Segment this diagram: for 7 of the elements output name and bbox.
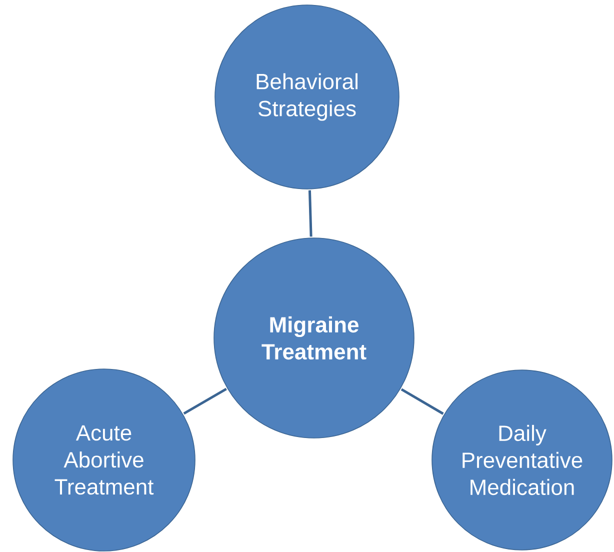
connector-line — [400, 388, 444, 415]
circle-node: Migraine Treatment — [214, 238, 414, 438]
connector-line — [308, 190, 312, 237]
circle-node: Acute Abortive Treatment — [12, 368, 196, 552]
connector-line — [183, 388, 227, 415]
circle-node: Behavioral Strategies — [214, 4, 400, 190]
circle-node: Daily Preventative Medication — [432, 370, 612, 550]
